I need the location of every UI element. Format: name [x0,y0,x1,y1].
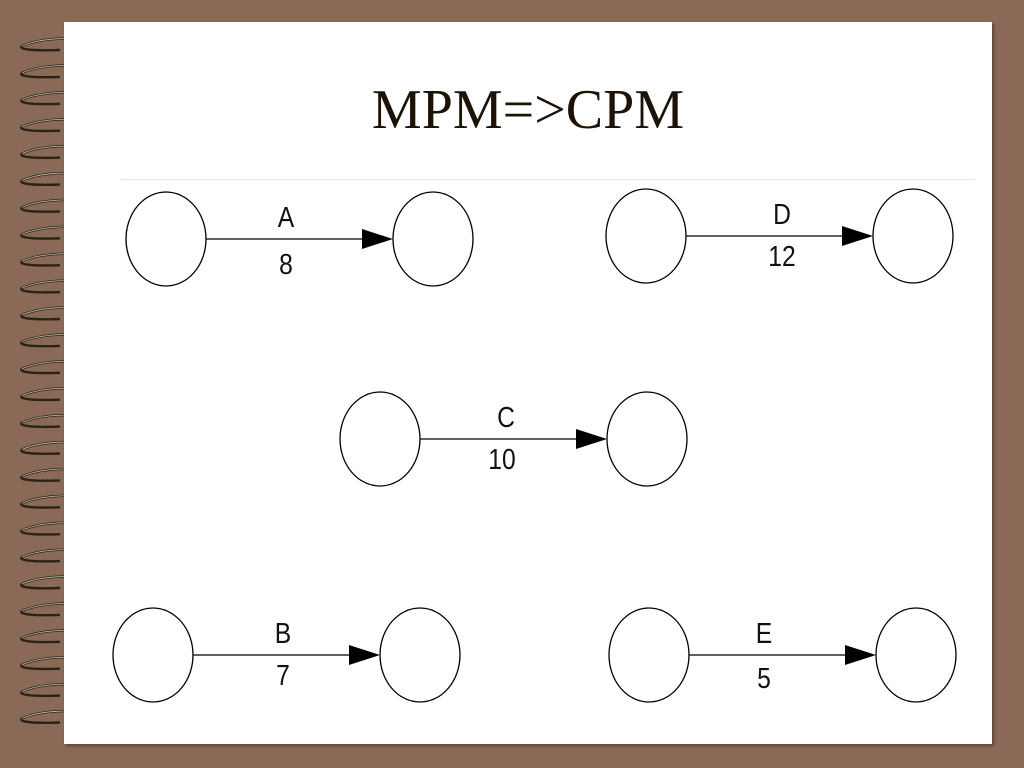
activity-E-duration: 5 [757,663,771,695]
node-start-C [339,391,421,487]
node-end-D [872,188,954,284]
activity-A-duration: 8 [279,249,293,281]
activity-A-name: A [277,202,295,234]
activity-A-edge [125,191,474,287]
arrowhead-B [349,645,380,665]
node-start-D [605,188,687,284]
node-start-E [608,607,690,703]
activity-B-edge [112,607,461,703]
slide-title: MPM=>CPM [371,79,685,141]
node-end-E [875,607,957,703]
activity-E-edge [608,607,957,703]
node-end-A [392,191,474,287]
activity-B-name: B [274,618,292,650]
arrowhead-E [845,645,876,665]
node-start-A [125,191,207,287]
node-end-B [379,607,461,703]
title-divider [120,179,975,180]
activity-C-name: C [497,402,515,434]
arrowhead-A [362,229,393,249]
activity-D-duration: 12 [768,241,796,273]
node-end-C [606,391,688,487]
arrowhead-D [842,226,873,246]
activity-B-duration: 7 [276,660,290,692]
node-start-B [112,607,194,703]
activity-E-name: E [755,618,773,650]
activity-C-duration: 10 [488,444,516,476]
activity-C-edge [339,391,688,487]
activity-D-name: D [773,199,791,231]
arrowhead-C [576,429,607,449]
notebook-page [64,22,992,744]
activity-D-edge [605,188,954,284]
